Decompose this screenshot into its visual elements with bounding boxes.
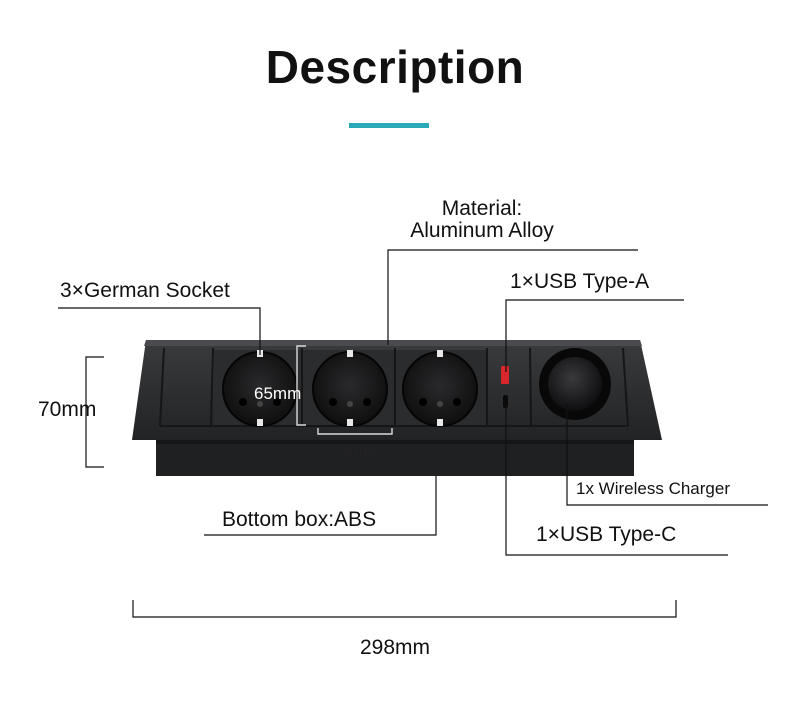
material-label-line2: Aluminum Alloy <box>410 219 554 242</box>
height-dimension-label: 70mm <box>38 398 97 421</box>
socket-dimension-brackets <box>296 345 393 435</box>
usb-type-c-port <box>503 395 508 408</box>
bottom-box-label: Bottom box:ABS <box>222 508 377 531</box>
material-label-line1: Material: <box>441 197 523 220</box>
title-accent-bar <box>349 123 429 128</box>
german-socket-3 <box>402 350 478 427</box>
wireless-charger-label: 1x Wireless Charger <box>576 479 730 498</box>
usb-type-a-port <box>501 366 509 384</box>
usb-type-c-label: 1×USB Type-C <box>536 523 677 546</box>
german-socket-label: 3×German Socket <box>60 279 230 302</box>
wireless-charger <box>539 348 611 420</box>
usb-type-a-label: 1×USB Type-A <box>510 270 650 293</box>
leader-lines <box>58 249 768 618</box>
bottom-box <box>156 438 634 476</box>
total-width-label: 298mm <box>359 636 431 659</box>
socket-width-label: 280mm <box>320 441 377 460</box>
german-socket-2 <box>312 350 388 427</box>
socket-height-label: 65mm <box>254 384 302 403</box>
page-title: Description <box>265 41 525 93</box>
